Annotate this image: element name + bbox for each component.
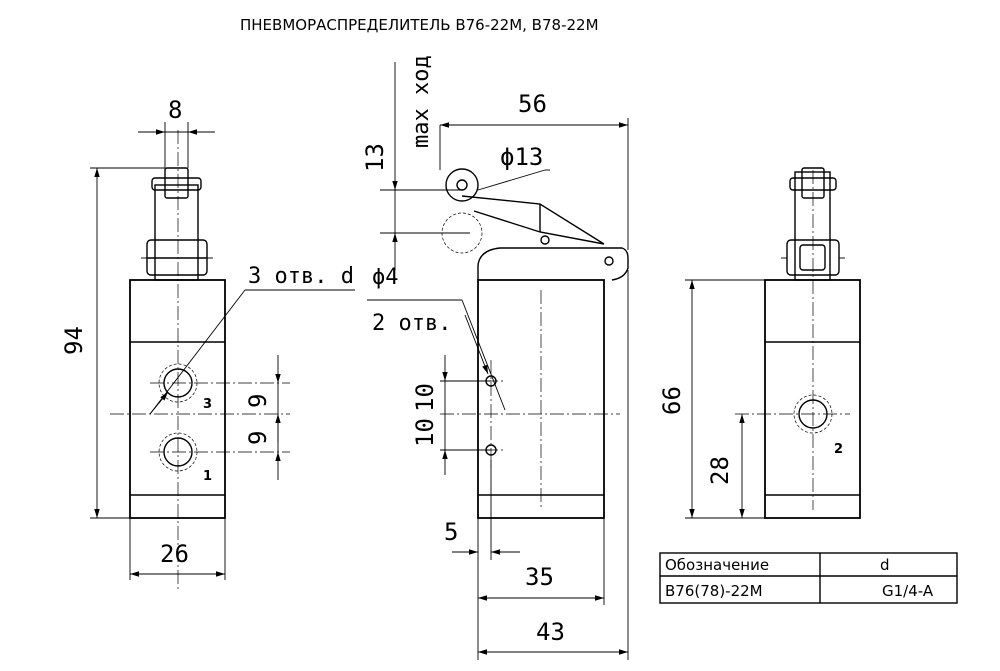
right-view [735,167,861,519]
dim-overall-width: 56 [518,90,547,118]
dim-body-width-front: 26 [160,540,189,568]
dim-stroke: 13 [361,143,389,172]
dim-port-spacing-upper: 9 [244,394,272,408]
dim-hole-pitch-lower: 10 [411,418,439,447]
dim-port-height-right: 28 [706,456,734,485]
dim-hole-pitch-upper: 10 [411,383,439,412]
dim-roller-diameter: ϕ13 [500,143,543,171]
dim-stroke-label: max ход [409,55,434,148]
dim-body-width-side: 35 [525,563,554,591]
drawing-title: ПНЕВМОРАСПРЕДЕЛИТЕЛЬ В76-22М, В78-22М [240,16,599,34]
port-1-label: 1 [203,469,212,484]
port-2-label: 2 [834,442,843,457]
spec-table [659,552,958,604]
holes-diameter-note: ϕ4 [372,265,399,290]
dim-total-width-side: 43 [536,618,565,646]
dim-roller-width: 8 [168,96,182,124]
front-view [110,130,355,590]
right-dimensions [685,279,765,519]
side-dimensions [380,62,629,660]
dim-hole-offset: 5 [444,518,458,546]
table-header-designation: Обозначение [665,556,769,574]
port-3-label: 3 [203,397,212,412]
ports-note: 3 отв. d [248,264,354,289]
dim-port-spacing-lower: 9 [244,431,272,445]
dim-total-height: 94 [60,326,88,355]
table-header-d: d [880,556,890,574]
side-view [367,168,629,519]
table-cell-designation: В76(78)-22М [665,582,763,600]
holes-count-note: 2 отв. [372,311,451,336]
dim-body-height-right: 66 [658,386,686,415]
front-dimensions [90,122,281,580]
table-cell-d: G1/4-A [882,582,934,600]
